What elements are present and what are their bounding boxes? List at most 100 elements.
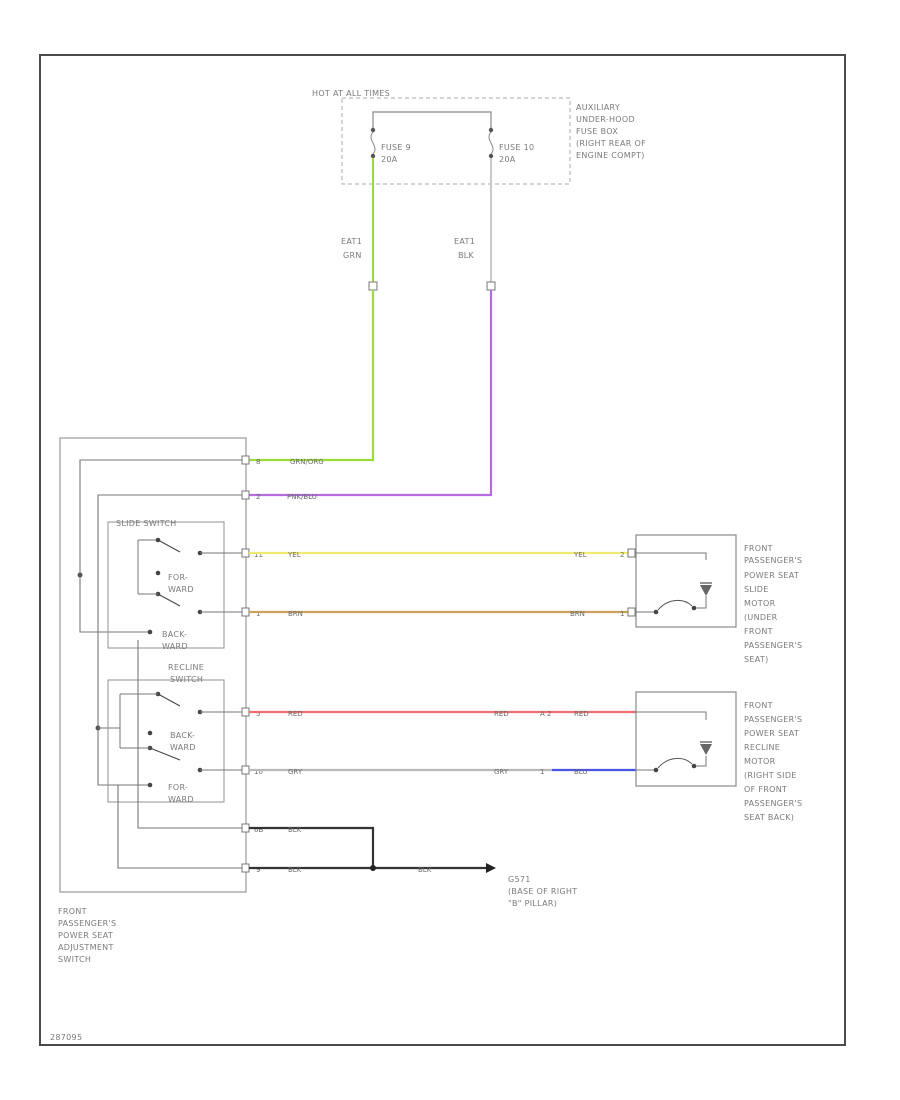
switch-assembly-outline bbox=[59, 437, 247, 893]
svg-text:(BASE OF RIGHT: (BASE OF RIGHT bbox=[508, 887, 577, 896]
svg-text:(RIGHT SIDE: (RIGHT SIDE bbox=[744, 771, 797, 780]
svg-text:FRONT: FRONT bbox=[744, 701, 773, 710]
wire-pnk-blu bbox=[246, 290, 493, 497]
recline-switch-contacts bbox=[119, 691, 246, 788]
recline-backward-label: BACK- bbox=[170, 731, 195, 740]
recline-switch-box bbox=[107, 679, 225, 803]
wire-label-blk: BLK bbox=[288, 826, 302, 834]
svg-text:8: 8 bbox=[256, 458, 260, 466]
inline-connector-red: A 2 bbox=[540, 710, 551, 718]
wire-label-yel-left: YEL bbox=[287, 551, 301, 559]
svg-text:20A: 20A bbox=[381, 155, 398, 164]
recline-forward-label: FOR- bbox=[168, 783, 188, 792]
bus-node-left bbox=[77, 572, 83, 578]
svg-text:2: 2 bbox=[620, 551, 624, 559]
wire-label-brn-right: BRN bbox=[570, 610, 585, 618]
svg-text:ENGINE COMPT): ENGINE COMPT) bbox=[576, 151, 645, 160]
slide-switch-contacts bbox=[137, 537, 246, 635]
svg-text:UNDER-HOOD: UNDER-HOOD bbox=[576, 115, 635, 124]
svg-text:FRONT: FRONT bbox=[744, 627, 773, 636]
svg-text:RECLINE: RECLINE bbox=[744, 743, 780, 752]
recline-backward-label-2: WARD bbox=[170, 743, 196, 752]
svg-text:POWER SEAT: POWER SEAT bbox=[58, 931, 113, 940]
svg-text:FUSE 9: FUSE 9 bbox=[381, 143, 411, 152]
wire-label-gry-left: GRY bbox=[288, 768, 303, 776]
slide-forward-label: FOR- bbox=[168, 573, 188, 582]
svg-text:PASSENGER'S: PASSENGER'S bbox=[744, 715, 802, 724]
fuse-box-outline bbox=[341, 97, 571, 185]
slide-motor-pins: 2 1 bbox=[620, 548, 636, 618]
slide-motor-box bbox=[635, 534, 737, 628]
recline-motor-label: FRONT PASSENGER'S POWER SEAT RECLINE MOT… bbox=[744, 701, 802, 822]
wire-label-brn-left: BRN bbox=[288, 610, 303, 618]
fuse-box-label: AUXILIARY UNDER-HOOD FUSE BOX (RIGHT REA… bbox=[576, 103, 646, 160]
svg-text:SEAT BACK): SEAT BACK) bbox=[744, 813, 794, 822]
diagram-frame bbox=[39, 54, 846, 1046]
svg-text:ADJUSTMENT: ADJUSTMENT bbox=[58, 943, 114, 952]
svg-text:(UNDER: (UNDER bbox=[744, 613, 778, 622]
svg-text:PASSENGER'S: PASSENGER'S bbox=[744, 556, 802, 565]
hot-at-all-times-label: HOT AT ALL TIMES bbox=[312, 89, 390, 98]
diagram-code: 287095 bbox=[50, 1033, 82, 1042]
svg-text:FUSE BOX: FUSE BOX bbox=[576, 127, 618, 136]
ground-label: G571 (BASE OF RIGHT "B" PILLAR) bbox=[508, 875, 577, 908]
recline-forward-label-2: WARD bbox=[168, 795, 194, 804]
switch-ground-1 bbox=[137, 640, 246, 829]
wire-label-red-mid: RED bbox=[494, 710, 509, 718]
switch-pin-numbers: 8 2 11 1 5 10 6B 9 bbox=[254, 458, 263, 874]
slide-backward-label-2: WARD bbox=[162, 642, 188, 651]
connector-right-label: EAT1 BLK bbox=[454, 237, 475, 260]
svg-text:OF FRONT: OF FRONT bbox=[744, 785, 787, 794]
slide-switch-title: SLIDE SWITCH bbox=[116, 519, 177, 528]
svg-text:MOTOR: MOTOR bbox=[744, 757, 776, 766]
wire-blk-6b bbox=[249, 826, 375, 868]
svg-text:PASSENGER'S: PASSENGER'S bbox=[744, 641, 802, 650]
svg-text:"B" PILLAR): "B" PILLAR) bbox=[508, 899, 557, 908]
fuse-9: FUSE 9 20A bbox=[370, 127, 411, 164]
ground-icon bbox=[486, 863, 496, 873]
inline-connector-grey: 1 bbox=[540, 768, 544, 776]
svg-text:5: 5 bbox=[256, 710, 260, 718]
svg-text:SEAT): SEAT) bbox=[744, 655, 769, 664]
switch-assembly-label: FRONT PASSENGER'S POWER SEAT ADJUSTMENT … bbox=[58, 907, 116, 964]
wire-label-gry-mid: GRY bbox=[494, 768, 509, 776]
switch-ground-2 bbox=[117, 785, 246, 869]
wire-label-red-left: RED bbox=[288, 710, 303, 718]
wire-label-yel-right: YEL bbox=[573, 551, 587, 559]
bus-pin2 bbox=[97, 494, 246, 786]
svg-text:2: 2 bbox=[256, 493, 260, 501]
svg-text:FRONT: FRONT bbox=[58, 907, 87, 916]
svg-text:AUXILIARY: AUXILIARY bbox=[576, 103, 620, 112]
slide-motor-symbol bbox=[636, 552, 712, 615]
svg-text:POWER SEAT: POWER SEAT bbox=[744, 571, 799, 580]
connector-left-label: EAT1 GRN bbox=[341, 237, 362, 260]
svg-text:(RIGHT REAR OF: (RIGHT REAR OF bbox=[576, 139, 646, 148]
svg-text:1: 1 bbox=[256, 610, 260, 618]
connector-right bbox=[486, 281, 496, 291]
svg-text:BLK: BLK bbox=[458, 251, 475, 260]
svg-text:20A: 20A bbox=[499, 155, 516, 164]
slide-switch-box bbox=[107, 521, 225, 649]
slide-backward-label: BACK- bbox=[162, 630, 187, 639]
wire-label-blu: BLU bbox=[574, 768, 587, 776]
wire-label-blk-right: BLK bbox=[418, 866, 432, 874]
svg-text:PASSENGER'S: PASSENGER'S bbox=[58, 919, 116, 928]
wire-label-grn-org: GRN/ORG bbox=[290, 458, 324, 466]
wire-grn-org bbox=[246, 290, 375, 462]
wire-label-blk-left: BLK bbox=[288, 866, 302, 874]
svg-text:EAT1: EAT1 bbox=[341, 237, 362, 246]
svg-text:10: 10 bbox=[254, 768, 263, 776]
svg-text:9: 9 bbox=[256, 866, 260, 874]
svg-text:FUSE 10: FUSE 10 bbox=[499, 143, 534, 152]
recline-motor-symbol bbox=[636, 711, 712, 773]
recline-switch-title-2: SWITCH bbox=[170, 675, 203, 684]
connector-left bbox=[368, 281, 378, 291]
wire-label-red-right: RED bbox=[574, 710, 589, 718]
wire-label-pnk-blu: PNK/BLU bbox=[287, 493, 317, 501]
bus-pin8 bbox=[79, 459, 246, 633]
fuse-10: FUSE 10 20A bbox=[488, 127, 534, 164]
svg-text:FRONT: FRONT bbox=[744, 544, 773, 553]
recline-switch-title: RECLINE bbox=[168, 663, 204, 672]
svg-text:SLIDE: SLIDE bbox=[744, 585, 769, 594]
